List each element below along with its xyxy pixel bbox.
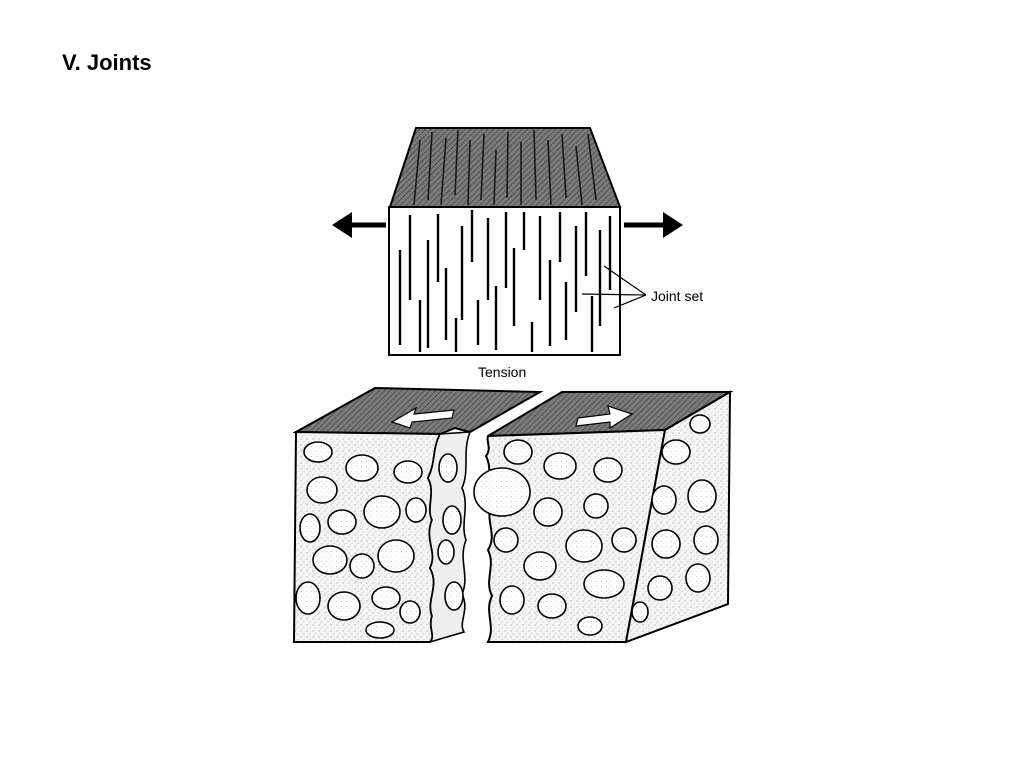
joint-set-pointer — [581, 265, 647, 309]
joint-set-label: Joint set — [651, 288, 703, 304]
left-block-pebbles — [295, 441, 464, 639]
left-displacement-arrow-icon — [390, 406, 455, 429]
right-block-pebbles — [473, 414, 719, 636]
left-tension-arrow-icon — [332, 212, 386, 238]
joint-set-lines — [398, 210, 612, 352]
right-tension-arrow-icon — [624, 212, 683, 238]
top-face-joint-traces — [413, 129, 597, 206]
jointed-block: Joint set Tension — [332, 127, 703, 380]
block-top-face — [388, 127, 622, 208]
tension-label: Tension — [478, 364, 526, 380]
slide-title: V. Joints — [62, 50, 152, 75]
conglomerate-blocks — [292, 386, 734, 644]
right-displacement-arrow-icon — [575, 405, 634, 430]
